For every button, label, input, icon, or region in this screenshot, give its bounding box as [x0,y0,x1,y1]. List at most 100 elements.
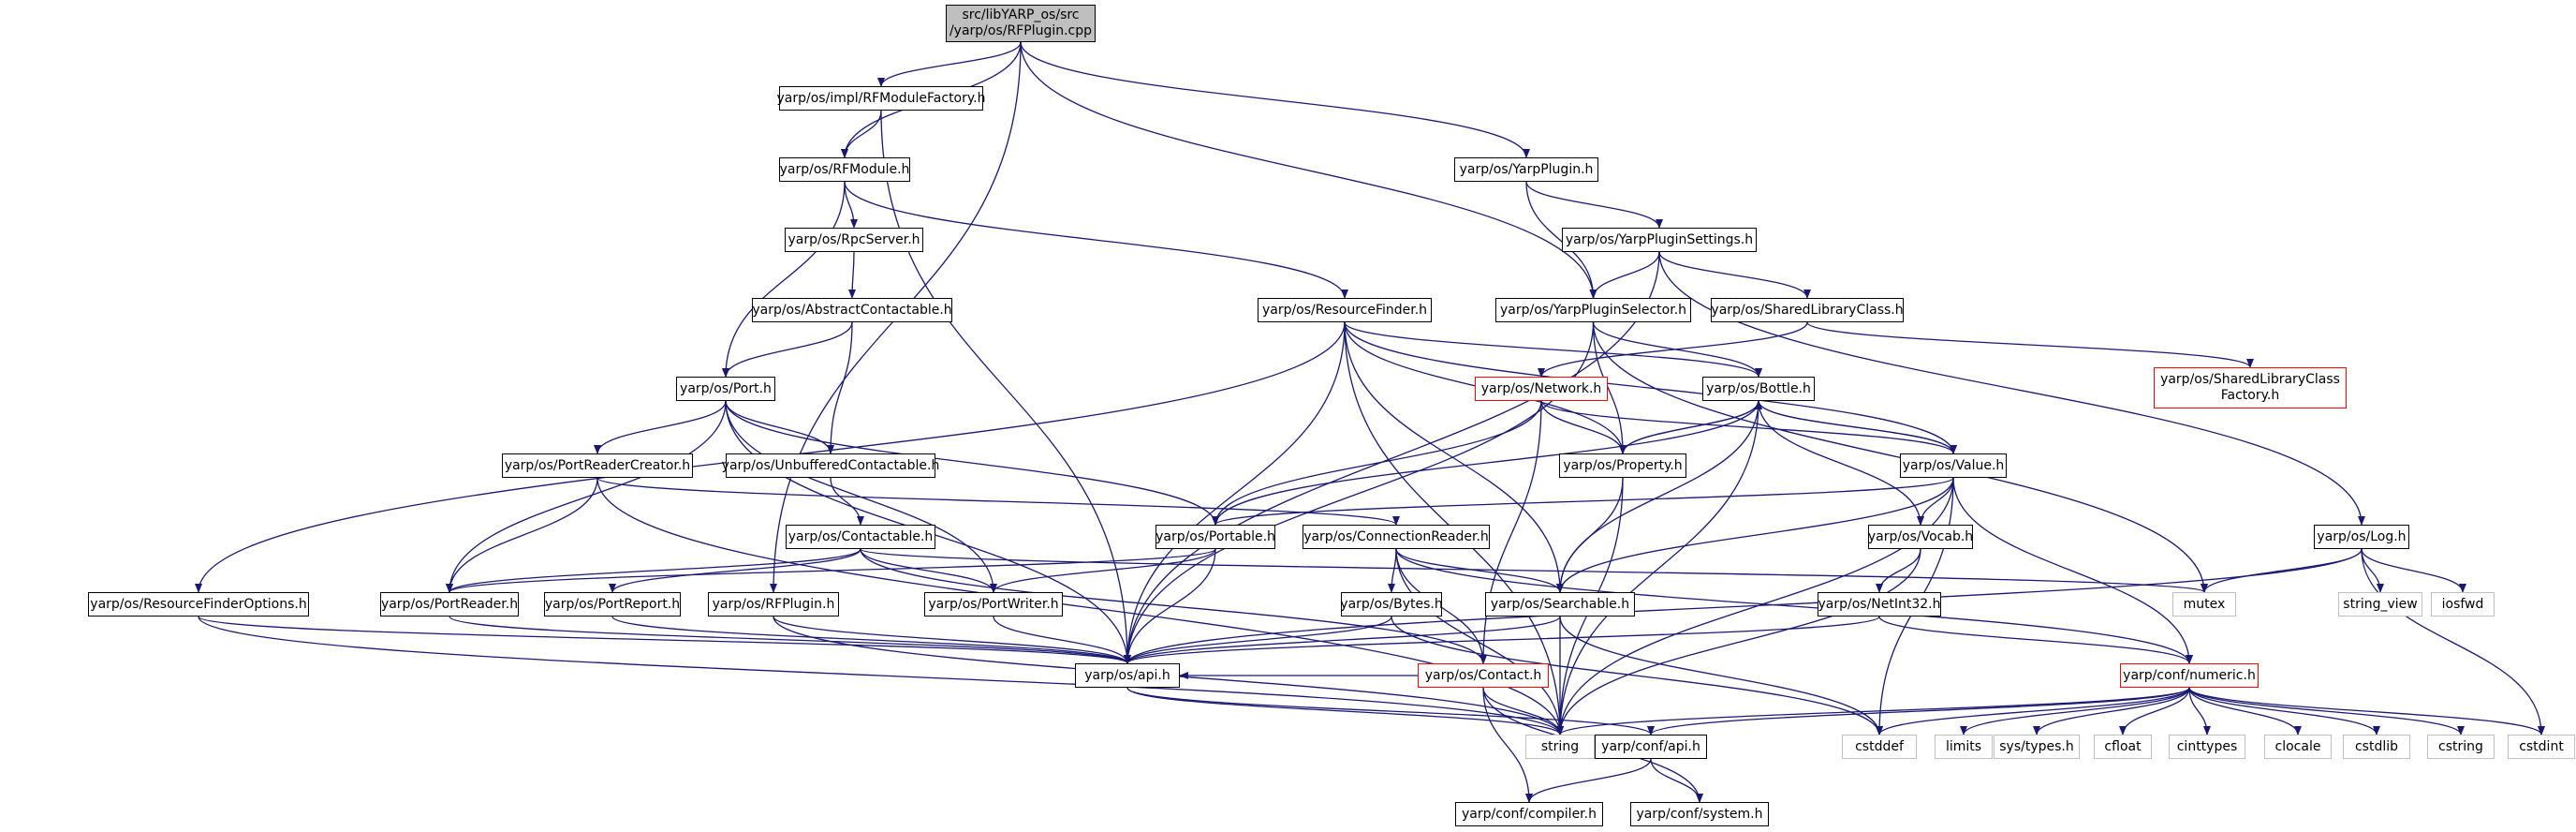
edge-network-to-property [1540,400,1627,454]
edge-property-to-searchable [1556,477,1624,593]
edge-yarpplugin-to-yarppluginselector [1525,181,1597,299]
node-sharedlibraryclassfactory[interactable]: yarp/os/SharedLibraryClass Factory.h [2154,367,2347,409]
edge-root-to-rfmodulefactory [877,41,1022,87]
edge-numeric-to-cstddef [1876,687,2190,735]
edge-portreadercreator-to-portreader [446,477,598,593]
edge-bytes-to-api [1124,616,1392,664]
edge-searchable-to-api [1124,616,1561,664]
node-contactable[interactable]: yarp/os/Contactable.h [786,525,935,549]
node-limits[interactable]: limits [1935,735,1993,759]
node-rfmodulefactory[interactable]: yarp/os/impl/RFModuleFactory.h [777,86,986,111]
node-rpcserver[interactable]: yarp/os/RpcServer.h [785,228,923,252]
node-cstring[interactable]: cstring [2427,735,2495,759]
node-cinttypes[interactable]: cinttypes [2169,735,2245,759]
edge-resourcefinder-to-searchable [1344,321,1564,593]
edge-port-to-portreadercreator [594,400,727,454]
node-rfmodule[interactable]: yarp/os/RFModule.h [779,157,910,182]
node-resourcefinderoptions[interactable]: yarp/os/ResourceFinderOptions.h [88,592,309,617]
edge-contact-to-compiler [1482,687,1533,803]
edge-resourcefinderoptions-to-string [198,616,1564,735]
node-cstddef[interactable]: cstddef [1842,735,1917,759]
edge-log-to-mutex [2201,548,2363,593]
node-numeric[interactable]: yarp/conf/numeric.h [2120,663,2259,688]
edge-numeric-to-cinttypes [2188,687,2211,735]
node-string_view[interactable]: string_view [2338,592,2422,617]
node-compiler[interactable]: yarp/conf/compiler.h [1455,802,1603,826]
node-system[interactable]: yarp/conf/system.h [1630,802,1769,826]
node-mutex[interactable]: mutex [2172,592,2236,617]
node-value[interactable]: yarp/os/Value.h [1900,453,2007,478]
node-api[interactable]: yarp/os/api.h [1075,663,1180,688]
edge-netint32-to-numeric [1878,616,2193,664]
edge-numeric-to-cstdlib [2188,687,2380,735]
edge-value-to-portable [1212,477,1954,526]
node-clocale[interactable]: clocale [2264,735,2332,759]
edge-vocab-to-string [1556,548,1921,735]
edge-bottle-to-vocab [1758,400,1924,526]
edge-portreadercreator-to-connectionreader [596,477,1400,526]
edge-connectionreader-to-numeric [1395,548,2193,664]
node-abstractcontactable[interactable]: yarp/os/AbstractContactable.h [752,298,952,322]
edge-rfmodulefactory-to-rfmodule [841,110,882,158]
edge-sharedlibraryclass-to-network [1538,321,1808,378]
node-yarppluginsettings[interactable]: yarp/os/YarpPluginSettings.h [1562,228,1757,252]
edge-numeric-to-cstdint [2188,687,2545,735]
edge-resourcefinder-to-bottle [1344,321,1762,378]
edge-confapi-to-compiler [1525,758,1652,803]
edge-network-to-contact [1479,400,1542,664]
node-yarpplugin[interactable]: yarp/os/YarpPlugin.h [1454,157,1598,182]
node-yarppluginselector[interactable]: yarp/os/YarpPluginSelector.h [1495,298,1691,322]
edge-numeric-to-limits [1960,687,2190,735]
edge-root-to-yarpplugin [1020,41,1530,158]
node-string[interactable]: string [1525,735,1595,759]
edge-network-to-portable [1212,400,1542,526]
node-contact[interactable]: yarp/os/Contact.h [1418,663,1549,688]
node-cfloat[interactable]: cfloat [2094,735,2152,759]
node-vocab[interactable]: yarp/os/Vocab.h [1868,525,1973,549]
node-bottle[interactable]: yarp/os/Bottle.h [1702,377,1815,401]
node-portreport[interactable]: yarp/os/PortReport.h [544,592,681,617]
edge-contactable-to-mutex [860,548,2208,593]
edge-yarppluginselector-to-property [1592,321,1627,454]
node-portable[interactable]: yarp/os/Portable.h [1156,525,1275,549]
node-resourcefinder[interactable]: yarp/os/ResourceFinder.h [1258,298,1432,322]
node-root: src/libYARP_os/src /yarp/os/RFPlugin.cpp [946,5,1096,42]
node-port[interactable]: yarp/os/Port.h [676,377,775,401]
node-rfplugin[interactable]: yarp/os/RFPlugin.h [708,592,839,617]
node-network[interactable]: yarp/os/Network.h [1475,377,1608,401]
edge-value-to-bottle [1755,400,1954,454]
node-portreadercreator[interactable]: yarp/os/PortReaderCreator.h [502,453,693,478]
node-searchable[interactable]: yarp/os/Searchable.h [1485,592,1635,617]
edge-contactable-to-portreader [446,548,861,593]
edge-portable-to-portreader [446,548,1216,593]
node-property[interactable]: yarp/os/Property.h [1559,453,1686,478]
edge-port-to-portable [725,400,1219,526]
edge-portwriter-to-api [993,616,1131,664]
node-portreader[interactable]: yarp/os/PortReader.h [380,592,519,617]
node-cstdint[interactable]: cstdint [2508,735,2575,759]
node-portwriter[interactable]: yarp/os/PortWriter.h [924,592,1063,617]
edge-numeric-to-cstring [2188,687,2465,735]
edge-port-to-portreader [446,400,727,593]
edge-numeric-to-cfloat [2119,687,2190,735]
node-connectionreader[interactable]: yarp/os/ConnectionReader.h [1303,525,1490,549]
node-systypes[interactable]: sys/types.h [1994,735,2080,759]
edge-numeric-to-systypes [2033,687,2190,735]
node-netint32[interactable]: yarp/os/NetInt32.h [1818,592,1941,617]
edge-connectionreader-to-searchable [1395,548,1564,593]
node-bytes[interactable]: yarp/os/Bytes.h [1340,592,1443,617]
edge-value-to-numeric [1952,477,2193,664]
node-cstdlib[interactable]: cstdlib [2343,735,2410,759]
edge-property-to-bottle [1622,400,1762,454]
edge-network-to-value [1540,400,1957,454]
node-log[interactable]: yarp/os/Log.h [2314,525,2409,549]
edge-rfmodule-to-rpcserver [844,181,858,229]
node-confapi[interactable]: yarp/conf/api.h [1595,735,1707,759]
node-unbufferedcontactable[interactable]: yarp/os/UnbufferedContactable.h [722,453,939,478]
edge-unbufferedcontactable-to-contactable [830,477,864,526]
edge-sharedlibraryclass-to-sharedlibraryclassfactory [1806,321,2254,368]
edge-confapi-to-system [1650,758,1703,803]
node-sharedlibraryclass[interactable]: yarp/os/SharedLibraryClass.h [1711,298,1904,322]
node-iosfwd[interactable]: iosfwd [2431,592,2495,617]
